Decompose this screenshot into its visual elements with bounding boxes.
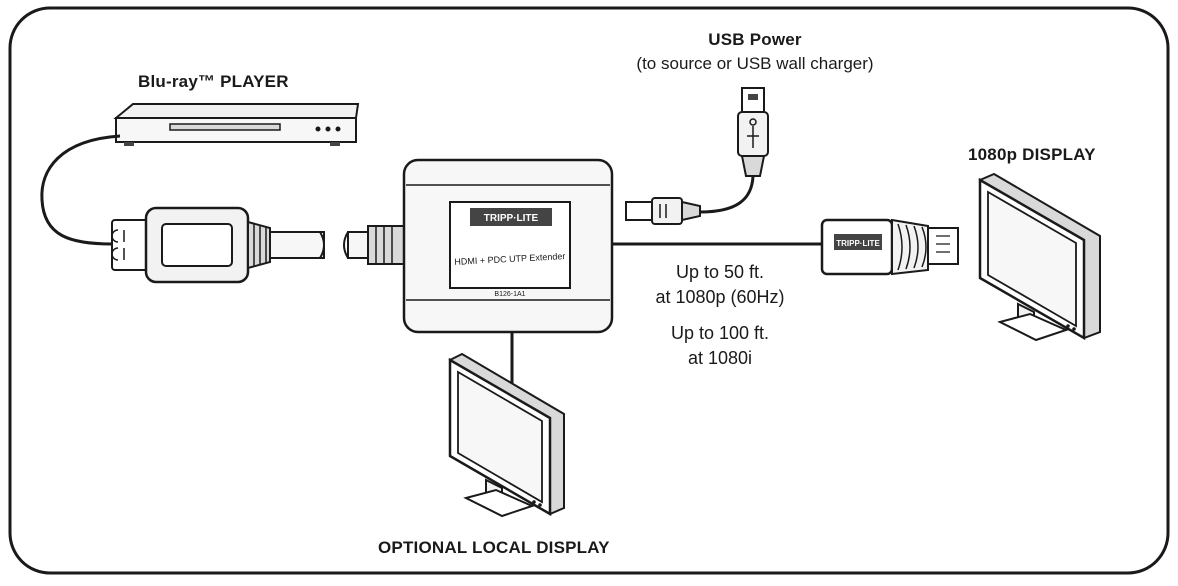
transmitter-input-connector-icon xyxy=(343,225,405,265)
transmitter-brand-text: TRIPP·LITE xyxy=(484,213,539,224)
usb-power-plug-icon xyxy=(737,87,769,177)
monitor-1080p-icon xyxy=(978,172,1101,342)
usb-power-cable xyxy=(699,175,755,214)
range-50-line1: Up to 50 ft. xyxy=(675,262,765,282)
transmitter-box: TRIPP·LITE HDMI + PDC UTP Extender B126-… xyxy=(402,158,614,334)
usb-mini-plug-icon xyxy=(625,197,701,225)
player-cable xyxy=(40,134,121,246)
range-100-line1: Up to 100 ft. xyxy=(670,323,770,343)
usb-power-title: USB Power xyxy=(708,30,802,49)
receiver-brand-text: TRIPP·LITE xyxy=(836,239,880,248)
usb-power-subtitle: (to source or USB wall charger) xyxy=(636,54,874,73)
transmitter-small-text: B126-1A1 xyxy=(494,291,525,298)
hdmi-plug-left-icon xyxy=(111,206,325,284)
bluray-player-icon xyxy=(113,103,360,146)
receiver-icon: TRIPP·LITE xyxy=(820,218,959,276)
monitor-local-icon xyxy=(448,352,565,518)
range-100-line2: at 1080i xyxy=(687,348,753,368)
display-1080p-label: 1080p DISPLAY xyxy=(968,145,1096,164)
bluray-player-label: Blu-ray™ PLAYER xyxy=(138,72,289,91)
range-50-line2: at 1080p (60Hz) xyxy=(655,287,785,307)
optional-local-display-label: OPTIONAL LOCAL DISPLAY xyxy=(378,538,610,557)
